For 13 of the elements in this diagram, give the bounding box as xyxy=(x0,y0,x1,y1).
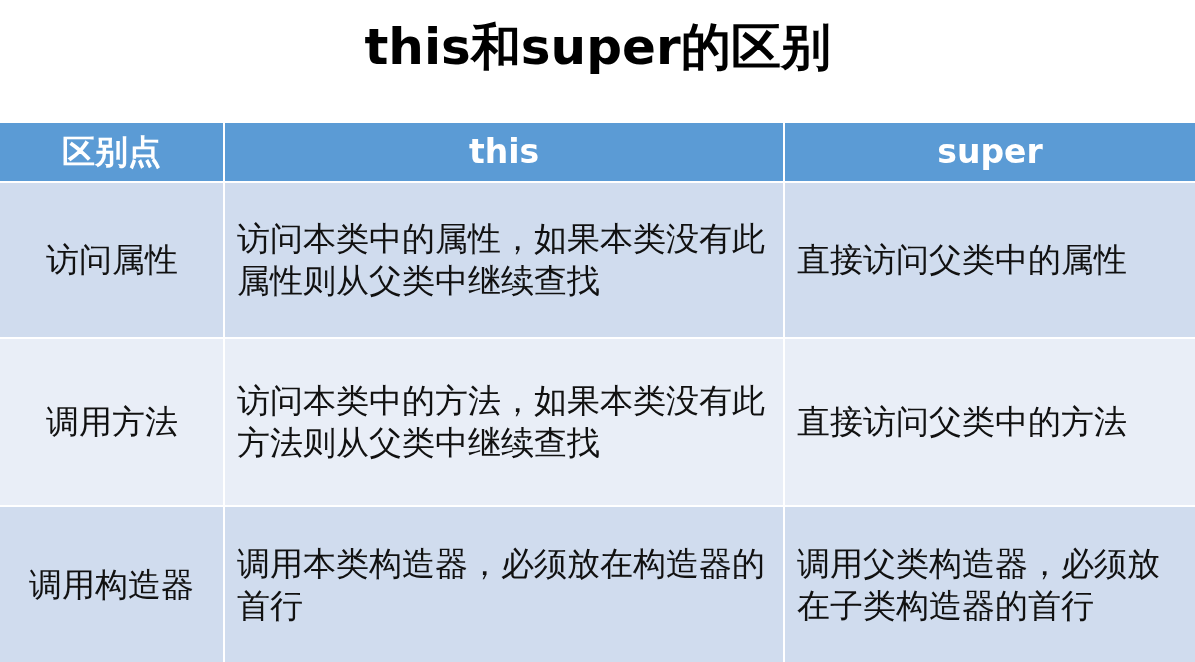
table-cell: 调用方法 xyxy=(0,339,223,505)
title: this和super的区别 xyxy=(363,17,832,78)
table-cell: 调用父类构造器，必须放在子类构造器的首行 xyxy=(785,507,1195,662)
table-cell: 调用构造器 xyxy=(0,507,223,662)
table-cell: 访问属性 xyxy=(0,183,223,337)
table-cell: 直接访问父类中的属性 xyxy=(785,183,1195,337)
header-cell: 区别点 xyxy=(0,123,223,181)
header-cell: super xyxy=(785,123,1195,181)
table-cell: 调用本类构造器，必须放在构造器的首行 xyxy=(225,507,783,662)
header-cell: this xyxy=(225,123,783,181)
table-cell: 访问本类中的方法，如果本类没有此方法则从父类中继续查找 xyxy=(225,339,783,505)
table-cell: 访问本类中的属性，如果本类没有此属性则从父类中继续查找 xyxy=(225,183,783,337)
table-cell: 直接访问父类中的方法 xyxy=(785,339,1195,505)
